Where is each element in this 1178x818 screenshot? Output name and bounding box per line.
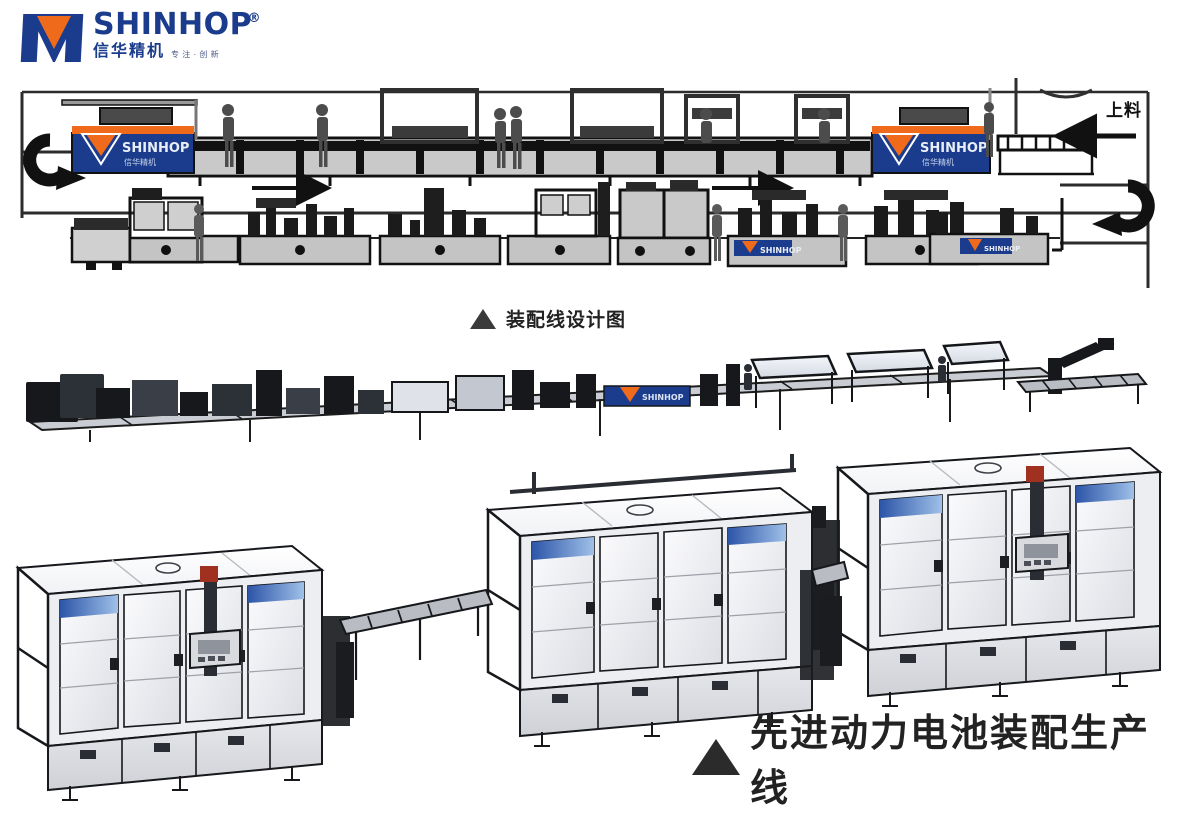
caption-top-text: 装配线设计图 bbox=[506, 309, 627, 331]
machine-cabinet-right: SHINHOP 信华精机 bbox=[871, 88, 992, 174]
machine-renders-svg bbox=[15, 446, 1163, 801]
caption-battery-line: 先进动力电池装配生产线 bbox=[692, 702, 1178, 812]
svg-text:信华精机: 信华精机 bbox=[922, 157, 954, 167]
u-turn-arrow-right bbox=[1092, 179, 1155, 236]
machine-renders bbox=[0, 420, 1178, 818]
machine-render-center bbox=[485, 454, 842, 747]
gantry-frames-render bbox=[750, 340, 1010, 380]
machine-render-left bbox=[15, 544, 354, 801]
schematic-svg: SHINHOP 信华精机 SHINHOP 信华精机 bbox=[20, 78, 1155, 288]
trademark-icon: ® bbox=[247, 11, 262, 26]
machine-cabinet-left: SHINHOP 信华精机 bbox=[61, 99, 198, 174]
svg-text:SHINHOP: SHINHOP bbox=[760, 246, 802, 255]
machinery-cluster-left bbox=[26, 370, 384, 422]
logo-name-en: SHINHOP® bbox=[93, 7, 262, 42]
conveyor-bridge-2 bbox=[810, 560, 850, 588]
svg-text:SHINHOP: SHINHOP bbox=[122, 141, 189, 156]
shinhop-v-mark-icon bbox=[20, 8, 84, 62]
isometric-line-render: SHINHOP bbox=[0, 330, 1178, 445]
triangle-marker-icon bbox=[470, 308, 496, 329]
svg-text:信华精机: 信华精机 bbox=[124, 157, 156, 167]
u-turn-arrow-left bbox=[23, 133, 86, 190]
company-logo: SHINHOP® 信华精机 专 注 · 创 新 bbox=[20, 7, 262, 62]
conveyor-bridge-1 bbox=[338, 588, 494, 680]
svg-text:SHINHOP: SHINHOP bbox=[920, 141, 987, 156]
overhead-rail-center bbox=[509, 454, 797, 494]
machinery-cluster-center: SHINHOP bbox=[391, 364, 740, 413]
logo-name-cn-row: 信华精机 专 注 · 创 新 bbox=[93, 44, 252, 60]
gantry-heads bbox=[392, 108, 842, 138]
hmi-panel-left bbox=[189, 566, 241, 676]
caption-bottom-text: 先进动力电池装配生产线 bbox=[750, 711, 1151, 810]
svg-text:SHINHOP: SHINHOP bbox=[642, 393, 684, 402]
render-operator-figures bbox=[744, 356, 946, 390]
bottom-equipment-row: SHINHOP SHINHOP bbox=[70, 180, 1064, 270]
hmi-panel-right bbox=[1015, 466, 1069, 580]
svg-text:SHINHOP: SHINHOP bbox=[984, 245, 1020, 253]
side-mechanism-left bbox=[322, 616, 354, 726]
logo-name-cn: 信华精机 bbox=[93, 43, 166, 60]
triangle-marker-large-icon bbox=[692, 739, 740, 775]
assembly-line-schematic: SHINHOP 信华精机 SHINHOP 信华精机 bbox=[0, 78, 1178, 308]
pallet-table-render bbox=[1016, 372, 1148, 412]
caption-assembly-line-design: 装配线设计图 bbox=[470, 305, 626, 332]
gantry-frames bbox=[380, 88, 850, 144]
operator-figures-top bbox=[222, 102, 994, 169]
isometric-line-svg: SHINHOP bbox=[26, 338, 1148, 442]
side-mechanism-center bbox=[800, 570, 842, 680]
loading-label: 上料 bbox=[1106, 101, 1142, 121]
logo-slogan: 专 注 · 创 新 bbox=[171, 50, 220, 59]
logo-text: SHINHOP® 信华精机 专 注 · 创 新 bbox=[93, 7, 262, 60]
